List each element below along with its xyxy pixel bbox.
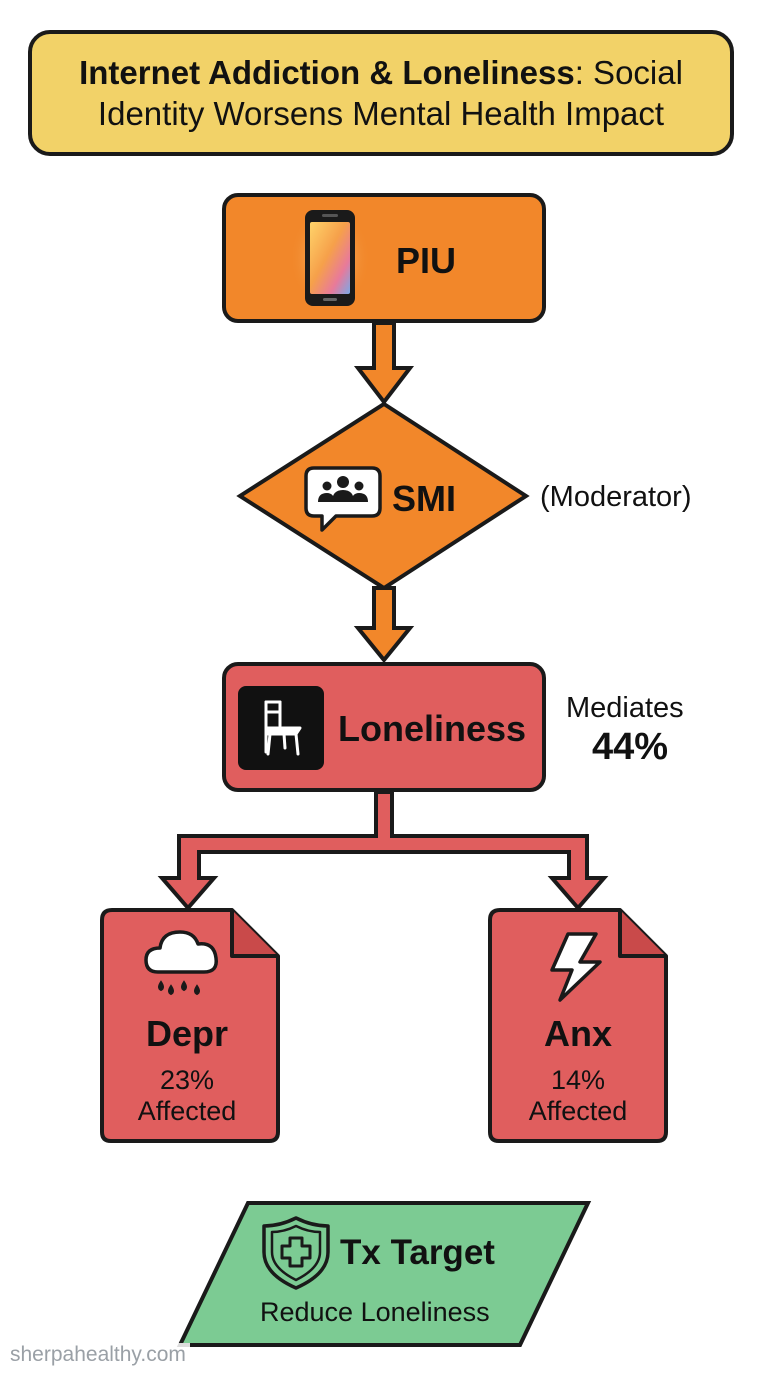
arrow-loneliness-branch [157, 790, 609, 912]
smartphone-icon-front [290, 206, 370, 310]
arrow-smi-to-loneliness [353, 586, 415, 664]
piu-label: PIU [396, 240, 457, 281]
anxiety-document [488, 908, 668, 1143]
rain-cloud-icon [144, 930, 218, 996]
title-line-2: Identity Worsens Mental Health Impact [97, 95, 665, 132]
smi-diamond [236, 401, 530, 591]
anxiety-percent: 14% [550, 1065, 606, 1095]
title-bold: Internet Addiction & Loneliness [79, 53, 575, 91]
mediates-value: 44% [592, 726, 669, 768]
piu-box [222, 193, 546, 323]
anxiety-label: Anx [543, 1013, 612, 1054]
anxiety-affected: Affected [528, 1096, 628, 1126]
chat-group-icon [304, 466, 382, 532]
empty-chair-icon-front [238, 686, 324, 770]
depression-percent: 23% [159, 1065, 215, 1095]
lightning-icon [550, 932, 602, 1002]
moderator-note: (Moderator) [540, 481, 692, 513]
title-rest: : Social [574, 53, 683, 91]
loneliness-label: Loneliness [338, 708, 527, 749]
treatment-sublabel: Reduce Loneliness [260, 1297, 490, 1327]
arrow-piu-to-smi [353, 321, 415, 406]
title-line-1: Internet Addiction & Loneliness: Social [79, 52, 683, 93]
title-banner: Internet Addiction & Loneliness: Social … [28, 30, 734, 156]
treatment-label: Tx Target [340, 1233, 495, 1272]
shield-plus-icon [262, 1216, 330, 1290]
watermark: sherpahealthy.com [6, 1343, 190, 1367]
mediates-label: Mediates [566, 692, 684, 724]
depression-label: Depr [145, 1013, 229, 1054]
depression-affected: Affected [137, 1096, 237, 1126]
smi-label: SMI [392, 478, 457, 519]
